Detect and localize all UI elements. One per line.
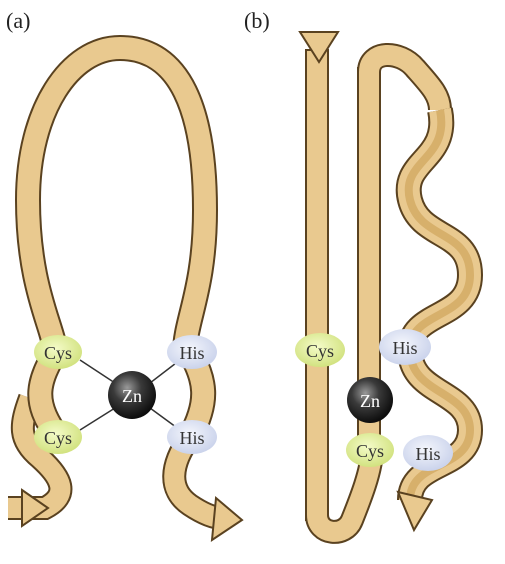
cys-label: Cys [306,341,334,361]
panel-a: Cys Cys His His Zn [8,34,244,542]
panel-b-label: (b) [244,8,270,33]
panel-a-his-top: His [167,335,217,369]
panel-a-label: (a) [6,8,31,33]
cys-label: Cys [356,441,384,461]
panel-b-cys-top: Cys [295,333,345,367]
panel-b-zinc-ion: Zn [347,377,393,423]
panel-b-his-bottom: His [403,435,453,471]
panel-b-turn [305,449,384,544]
panel-b-alpha-helix [395,107,484,533]
panel-a-cys-top: Cys [34,335,82,369]
panel-a-right-arrow [162,430,244,542]
panel-a-cys-bottom: Cys [34,420,82,454]
cys-label: Cys [44,428,72,448]
panel-b-his-top: His [379,329,431,365]
zn-label: Zn [122,386,142,406]
cys-label: Cys [44,343,72,363]
panel-b-top-turn [357,43,452,111]
panel-a-left-arrow [8,393,73,528]
zn-label: Zn [360,391,380,411]
his-label: His [392,338,417,358]
his-label: His [415,444,440,464]
panel-b-beta-strand-left [298,31,340,521]
panel-a-his-bottom: His [167,420,217,454]
panel-b: Cys His Zn Cys His [295,31,484,544]
panel-a-zinc-ion: Zn [108,371,156,419]
panel-b-cys-bottom: Cys [346,433,394,467]
his-label: His [179,343,204,363]
his-label: His [179,428,204,448]
